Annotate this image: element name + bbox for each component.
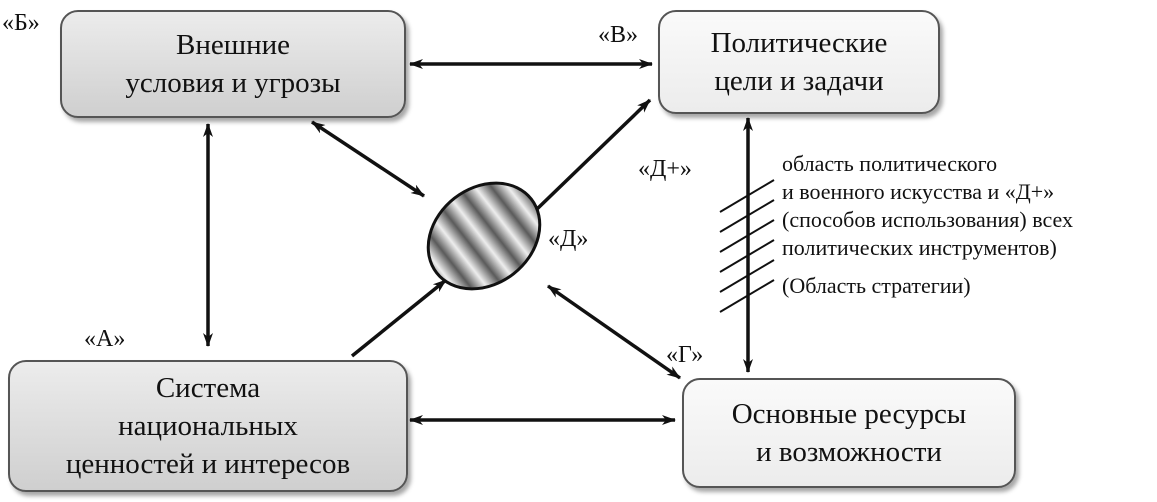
annotation-line-2: и военного искусства и «Д+» — [782, 179, 1055, 204]
box-v-text: Политические цели и задачи — [710, 27, 888, 97]
label-b: «Б» — [2, 10, 40, 36]
label-d-plus: «Д+» — [638, 156, 692, 182]
box-b-text: Внешние условия и угрозы — [125, 29, 341, 99]
center-ellipse-d — [426, 181, 542, 291]
strategy-hatch — [719, 179, 775, 313]
annotation-line-1: область политического — [782, 151, 998, 176]
arrow-d-g — [546, 284, 682, 380]
label-g: «Г» — [666, 342, 704, 368]
box-external-conditions: Внешние условия и угрозы — [60, 10, 406, 118]
annotation-line-3: (способов использования) всех — [782, 207, 1073, 232]
box-national-values: Система национальных ценностей и интерес… — [8, 360, 408, 492]
label-d: «Д» — [548, 226, 589, 252]
annotation-strategy: (Область стратегии) — [782, 273, 971, 298]
box-g-text: Основные ресурсы и возможности — [731, 398, 967, 468]
box-a-text: Система национальных ценностей и интерес… — [65, 372, 351, 480]
label-a: «А» — [84, 326, 126, 352]
box-political-goals: Политические цели и задачи — [658, 10, 940, 114]
box-resources: Основные ресурсы и возможности — [682, 378, 1016, 488]
arrow-b-d — [311, 120, 425, 198]
label-v: «В» — [598, 22, 639, 48]
arrow-a-d — [350, 278, 448, 358]
annotation-line-4: политических инструментов) — [782, 235, 1057, 260]
arrow-d-v — [534, 98, 652, 212]
